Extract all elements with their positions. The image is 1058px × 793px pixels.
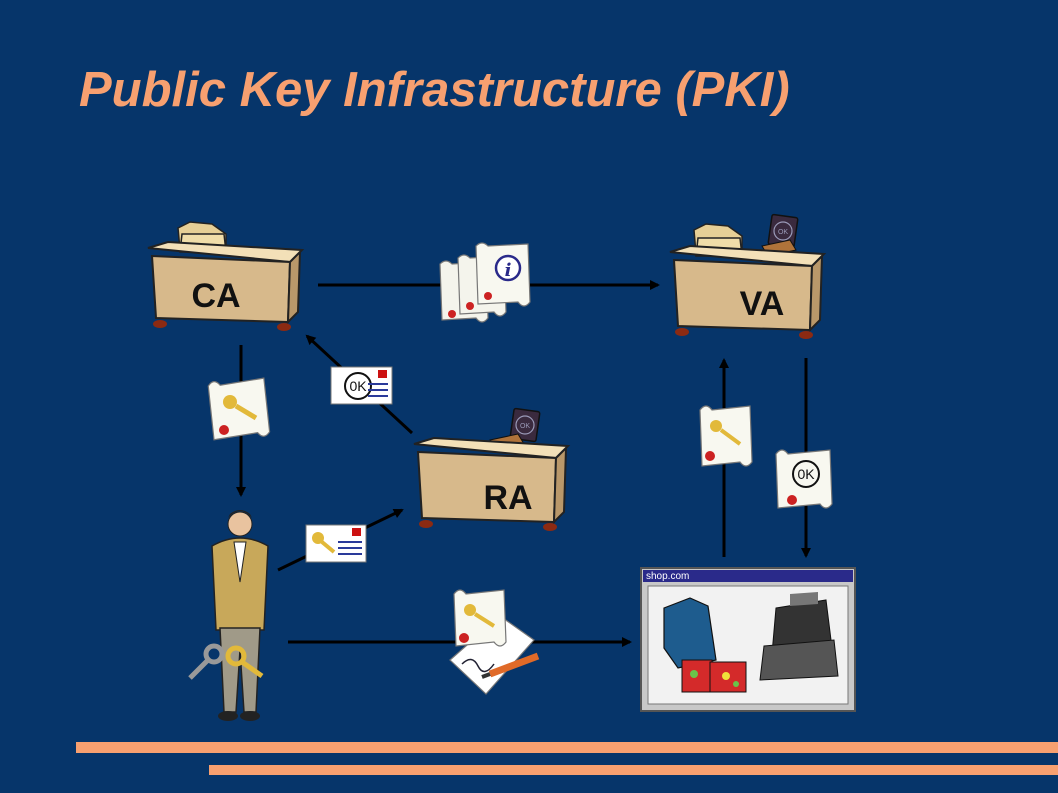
- shop-url: shop.com: [646, 571, 689, 582]
- pencil-icon: [481, 652, 540, 679]
- shop-window[interactable]: shop.com: [640, 567, 856, 712]
- key-icon: [710, 420, 742, 446]
- va-label: VA: [740, 285, 785, 323]
- certificate-icon: [439, 242, 531, 323]
- va-node: OK VA: [669, 213, 827, 339]
- slide-title: Public Key Infrastructure (PKI): [79, 63, 790, 117]
- id-card-icon: 0K: [330, 366, 393, 405]
- ok-scroll-text: 0K: [797, 466, 815, 482]
- ra-stamp-text: OK: [520, 423, 530, 430]
- va-stamp-text: OK: [778, 229, 788, 236]
- certificate-icon: [699, 405, 753, 467]
- ok-card-text: 0K: [349, 378, 367, 394]
- certificate-icon: [207, 377, 271, 441]
- ca-label: CA: [191, 277, 240, 315]
- shirt-icon: [663, 597, 747, 693]
- cash-register-icon: [759, 592, 839, 681]
- certificate-icon: 0K: [775, 449, 833, 509]
- accent-stripe-top: [76, 742, 1058, 753]
- key-icon: [223, 395, 258, 421]
- keys-icon: [188, 643, 264, 680]
- signed-document: [449, 589, 540, 695]
- accent-stripe-bottom: [209, 765, 1058, 775]
- ra-label: RA: [483, 479, 532, 517]
- ra-node: OK RA: [413, 407, 571, 531]
- svg-text:i: i: [505, 260, 512, 281]
- id-card-icon: [305, 524, 367, 563]
- ca-node: CA: [147, 221, 305, 331]
- key-icon: [464, 604, 496, 628]
- user-icon: [211, 510, 269, 721]
- info-icon: i: [494, 254, 522, 282]
- key-icon: [312, 532, 336, 554]
